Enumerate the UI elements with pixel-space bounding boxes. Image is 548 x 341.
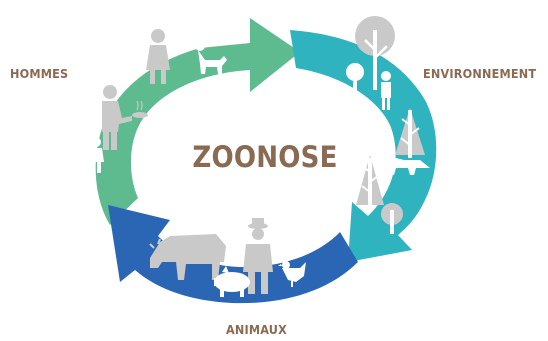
center-title: ZOONOSE: [192, 140, 338, 174]
woman-icon: [146, 29, 170, 84]
small-tree-icon: [346, 63, 364, 92]
environment-label: ENVIRONNEMENT: [423, 66, 537, 81]
animals-label: ANIMAUX: [226, 322, 288, 337]
pig-icon: [214, 266, 250, 297]
farmer-icon: [243, 218, 273, 294]
man-cooking-icon: [102, 85, 148, 150]
large-tree-icon: [355, 16, 395, 90]
pine-tree-icon: [395, 108, 425, 158]
chicken-icon: [278, 261, 306, 287]
child-icon: [88, 137, 104, 173]
person-icon: [381, 71, 391, 110]
pine-tree-2-icon: [356, 155, 384, 206]
round-tree-icon: [381, 203, 403, 234]
dog-icon: [195, 41, 227, 74]
fox-icon: [378, 150, 430, 175]
green-arrow: [95, 18, 301, 225]
cow-icon: [149, 234, 226, 280]
teal-arrow: [290, 30, 437, 262]
humans-label: HOMMES: [10, 66, 69, 81]
